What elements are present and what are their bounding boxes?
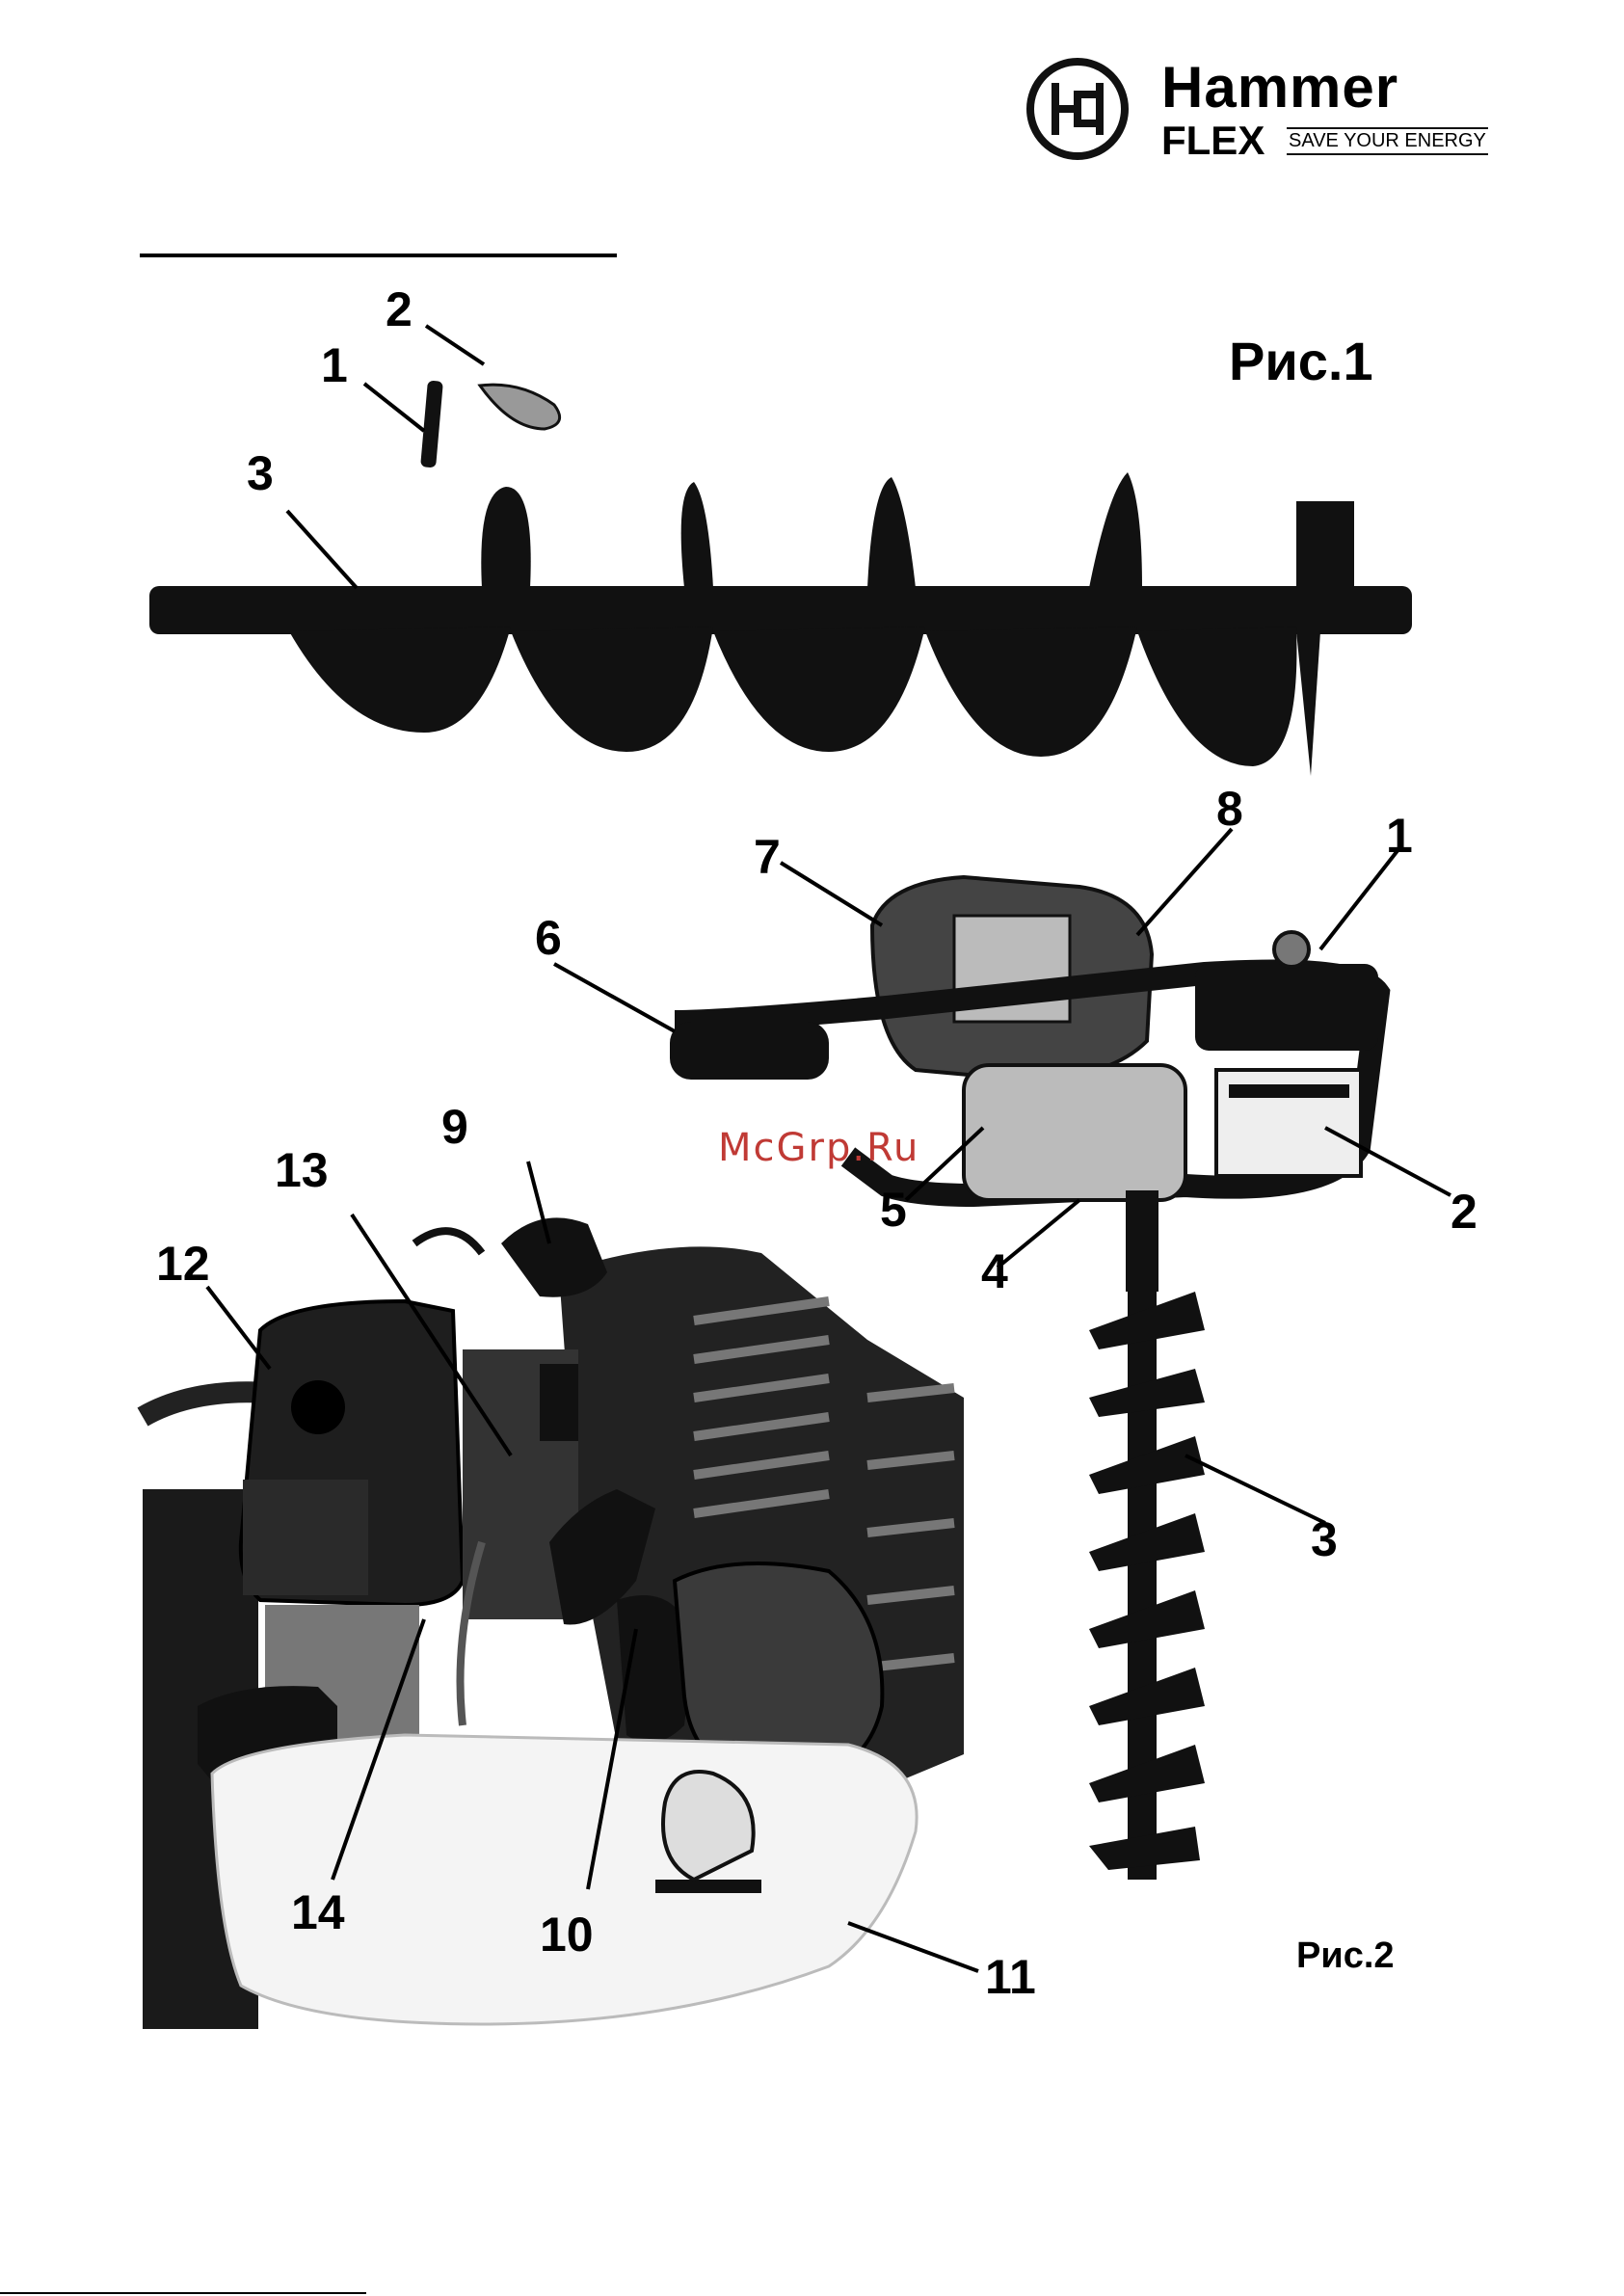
fig1-label: Рис.1 (1229, 330, 1373, 392)
watermark-text: McGrp.Ru (718, 1126, 919, 1170)
fig2-callout-7: 7 (754, 829, 781, 885)
fig2-callout-6: 6 (535, 910, 562, 966)
fig2-callout-3: 3 (1311, 1511, 1338, 1567)
fig2-callout-2: 2 (1451, 1184, 1478, 1240)
fig2-label: Рис.2 (1296, 1936, 1395, 1977)
fig2-callout-5: 5 (880, 1182, 907, 1238)
fig2-callout-4: 4 (981, 1243, 1008, 1299)
fig2-callout-11: 11 (985, 1949, 1036, 2005)
fig2-callout-10: 10 (540, 1907, 594, 1962)
fig1-callout-3: 3 (247, 445, 274, 501)
fig2-callout-13: 13 (275, 1142, 329, 1198)
fig1-callout-2: 2 (386, 281, 413, 337)
fig2-callout-8: 8 (1216, 781, 1243, 837)
fig1-auger-drawing (149, 326, 1412, 776)
fig2-callout-9: 9 (441, 1099, 468, 1155)
engine-closeup-drawing (143, 1161, 978, 2029)
footer-rule (0, 2292, 366, 2294)
fig2-callout-12: 12 (156, 1236, 210, 1292)
fig2-callout-1: 1 (1386, 808, 1413, 864)
fig2-callout-14: 14 (291, 1884, 345, 1940)
fig1-callout-1: 1 (321, 337, 348, 393)
